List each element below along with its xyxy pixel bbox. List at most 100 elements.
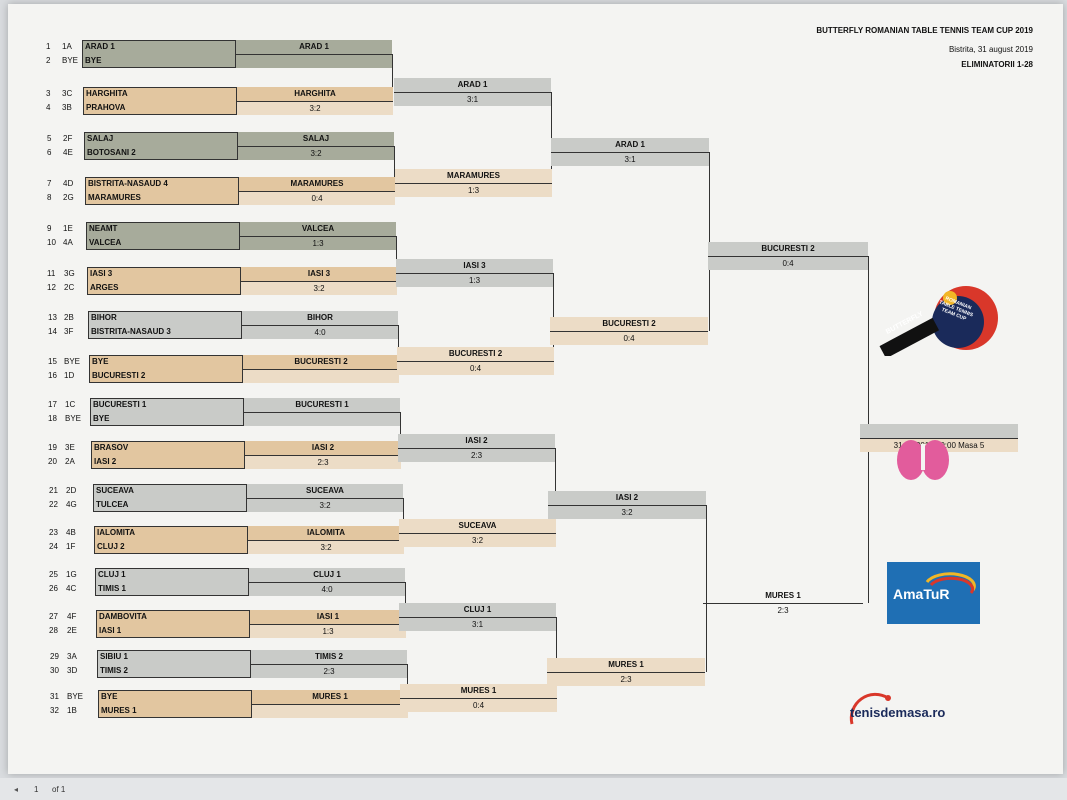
- team-name[interactable]: BYE: [92, 357, 109, 366]
- round2-winner[interactable]: IASI 2: [398, 434, 555, 448]
- match-winner[interactable]: IASI 3: [241, 267, 397, 281]
- team-name[interactable]: MARAMURES: [88, 193, 141, 202]
- round3-winner[interactable]: BUCURESTI 2: [550, 317, 708, 331]
- match-score: 4:0: [249, 582, 405, 596]
- slot-number: 15: [48, 357, 57, 366]
- match-score: [236, 54, 392, 68]
- seed-label: 2C: [64, 283, 75, 292]
- team-name[interactable]: BISTRITA-NASAUD 3: [91, 327, 171, 336]
- team-name[interactable]: MURES 1: [101, 706, 137, 715]
- match-winner[interactable]: MURES 1: [252, 690, 408, 704]
- team-name[interactable]: SUCEAVA: [96, 486, 134, 495]
- team-name[interactable]: SIBIU 1: [100, 652, 129, 661]
- match-score: [243, 369, 399, 383]
- team-name[interactable]: BUCURESTI 2: [92, 371, 146, 380]
- seed-label: 3F: [64, 327, 74, 336]
- team-name[interactable]: BRASOV: [94, 443, 129, 452]
- team-name[interactable]: TULCEA: [96, 500, 129, 509]
- team-name[interactable]: IASI 2: [94, 457, 117, 466]
- seed-label: 3E: [65, 443, 75, 452]
- match-winner[interactable]: SUCEAVA: [247, 484, 403, 498]
- team-name[interactable]: ARAD 1: [85, 42, 115, 51]
- round2-score: 3:1: [394, 92, 551, 106]
- round3-score: 3:1: [551, 152, 709, 166]
- team-name[interactable]: BYE: [85, 56, 102, 65]
- seed-label: 1F: [66, 542, 76, 551]
- page-number[interactable]: 1: [34, 785, 39, 794]
- team-name[interactable]: HARGHITA: [86, 89, 128, 98]
- match-score: 3:2: [248, 540, 404, 554]
- team-name[interactable]: IALOMITA: [97, 528, 136, 537]
- slot-number: 23: [49, 528, 58, 537]
- round3-winner[interactable]: IASI 2: [548, 491, 706, 505]
- team-name[interactable]: BISTRITA-NASAUD 4: [88, 179, 168, 188]
- team-name[interactable]: CLUJ 2: [97, 542, 125, 551]
- round3-winner[interactable]: ARAD 1: [551, 138, 709, 152]
- match-winner[interactable]: BUCURESTI 2: [243, 355, 399, 369]
- team-name[interactable]: TIMIS 1: [98, 584, 127, 593]
- seed-label: 4A: [63, 238, 73, 247]
- team-name[interactable]: PRAHOVA: [86, 103, 126, 112]
- team-name[interactable]: BIHOR: [91, 313, 117, 322]
- match-winner[interactable]: ARAD 1: [236, 40, 392, 54]
- match-winner[interactable]: TIMIS 2: [251, 650, 407, 664]
- round2-score: 3:2: [399, 533, 556, 547]
- seed-label: 2G: [63, 193, 74, 202]
- team-name[interactable]: IASI 1: [99, 626, 122, 635]
- match-winner[interactable]: SALAJ: [238, 132, 394, 146]
- team-name[interactable]: BOTOSANI 2: [87, 148, 136, 157]
- round2-score: 0:4: [397, 361, 554, 375]
- team-name[interactable]: CLUJ 1: [98, 570, 126, 579]
- seed-label: 3G: [64, 269, 75, 278]
- team-name[interactable]: BYE: [101, 692, 118, 701]
- round2-winner[interactable]: ARAD 1: [394, 78, 551, 92]
- match-winner[interactable]: BUCURESTI 1: [244, 398, 400, 412]
- tenisdemasa-logo: tenisdemasa.ro: [848, 690, 998, 730]
- round3-score: 2:3: [547, 672, 705, 686]
- match-winner[interactable]: HARGHITA: [237, 87, 393, 101]
- round2-winner[interactable]: MARAMURES: [395, 169, 552, 183]
- match-box: [97, 650, 251, 678]
- match-winner[interactable]: VALCEA: [240, 222, 396, 236]
- team-name[interactable]: SALAJ: [87, 134, 114, 143]
- match-winner[interactable]: BIHOR: [242, 311, 398, 325]
- tenisdemasa-text: tenisdemasa.ro: [850, 705, 946, 720]
- team-name[interactable]: NEAMT: [89, 224, 118, 233]
- match-score: 4:0: [242, 325, 398, 339]
- team-name[interactable]: VALCEA: [89, 238, 122, 247]
- team-name[interactable]: BUCURESTI 1: [93, 400, 147, 409]
- match-score: 2:3: [251, 664, 407, 678]
- slot-number: 13: [48, 313, 57, 322]
- match-winner[interactable]: MARAMURES: [239, 177, 395, 191]
- match-winner[interactable]: IASI 1: [250, 610, 406, 624]
- round2-winner[interactable]: IASI 3: [396, 259, 553, 273]
- team-name[interactable]: ARGES: [90, 283, 119, 292]
- slot-number: 2: [46, 56, 51, 65]
- semifinal-winner[interactable]: MURES 1: [765, 591, 801, 600]
- seed-label: 3C: [62, 89, 73, 98]
- match-winner[interactable]: IASI 2: [245, 441, 401, 455]
- final-winner[interactable]: [860, 424, 1018, 438]
- round2-score: 0:4: [400, 698, 557, 712]
- bracket-line: [555, 448, 556, 533]
- round2-winner[interactable]: CLUJ 1: [399, 603, 556, 617]
- bracket-line: [709, 152, 710, 331]
- tournament-date: Bistrita, 31 august 2019: [948, 45, 1033, 54]
- team-name[interactable]: TIMIS 2: [100, 666, 129, 675]
- bracket-line: [396, 236, 397, 281]
- slot-number: 16: [48, 371, 57, 380]
- match-winner[interactable]: IALOMITA: [248, 526, 404, 540]
- match-winner[interactable]: CLUJ 1: [249, 568, 405, 582]
- slot-number: 30: [50, 666, 59, 675]
- round3-winner[interactable]: MURES 1: [547, 658, 705, 672]
- match-score: 1:3: [240, 236, 396, 250]
- round2-winner[interactable]: MURES 1: [400, 684, 557, 698]
- slot-number: 9: [47, 224, 52, 233]
- team-name[interactable]: IASI 3: [90, 269, 113, 278]
- semifinal-winner[interactable]: BUCURESTI 2: [708, 242, 868, 256]
- round2-winner[interactable]: SUCEAVA: [399, 519, 556, 533]
- round2-winner[interactable]: BUCURESTI 2: [397, 347, 554, 361]
- team-name[interactable]: BYE: [93, 414, 110, 423]
- slot-number: 27: [49, 612, 58, 621]
- team-name[interactable]: DAMBOVITA: [99, 612, 147, 621]
